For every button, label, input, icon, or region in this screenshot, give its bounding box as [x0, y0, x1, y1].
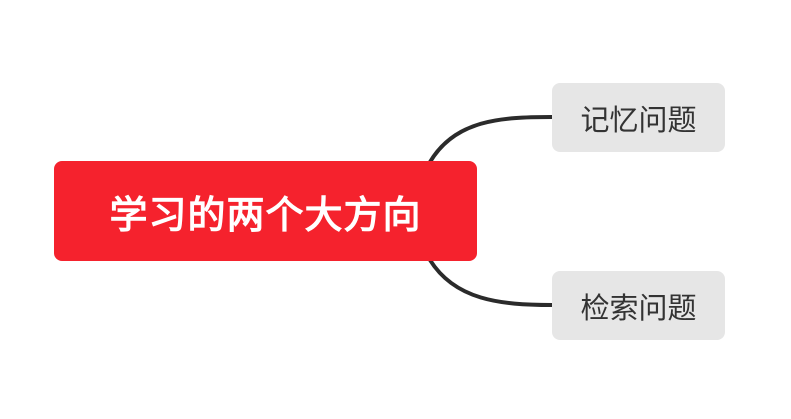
subtopic-label-retrieval: 检索问题: [580, 290, 697, 325]
root-topic-node[interactable]: 学习的两个大方向: [54, 161, 477, 261]
root-topic-label: 学习的两个大方向: [109, 192, 422, 237]
subtopic-label-memory: 记忆问题: [580, 102, 697, 137]
connector-root-to-memory: [428, 115, 554, 164]
subtopic-node-retrieval[interactable]: 检索问题: [552, 271, 725, 340]
subtopic-node-memory[interactable]: 记忆问题: [552, 83, 725, 152]
connector-root-to-retrieval: [428, 258, 554, 307]
